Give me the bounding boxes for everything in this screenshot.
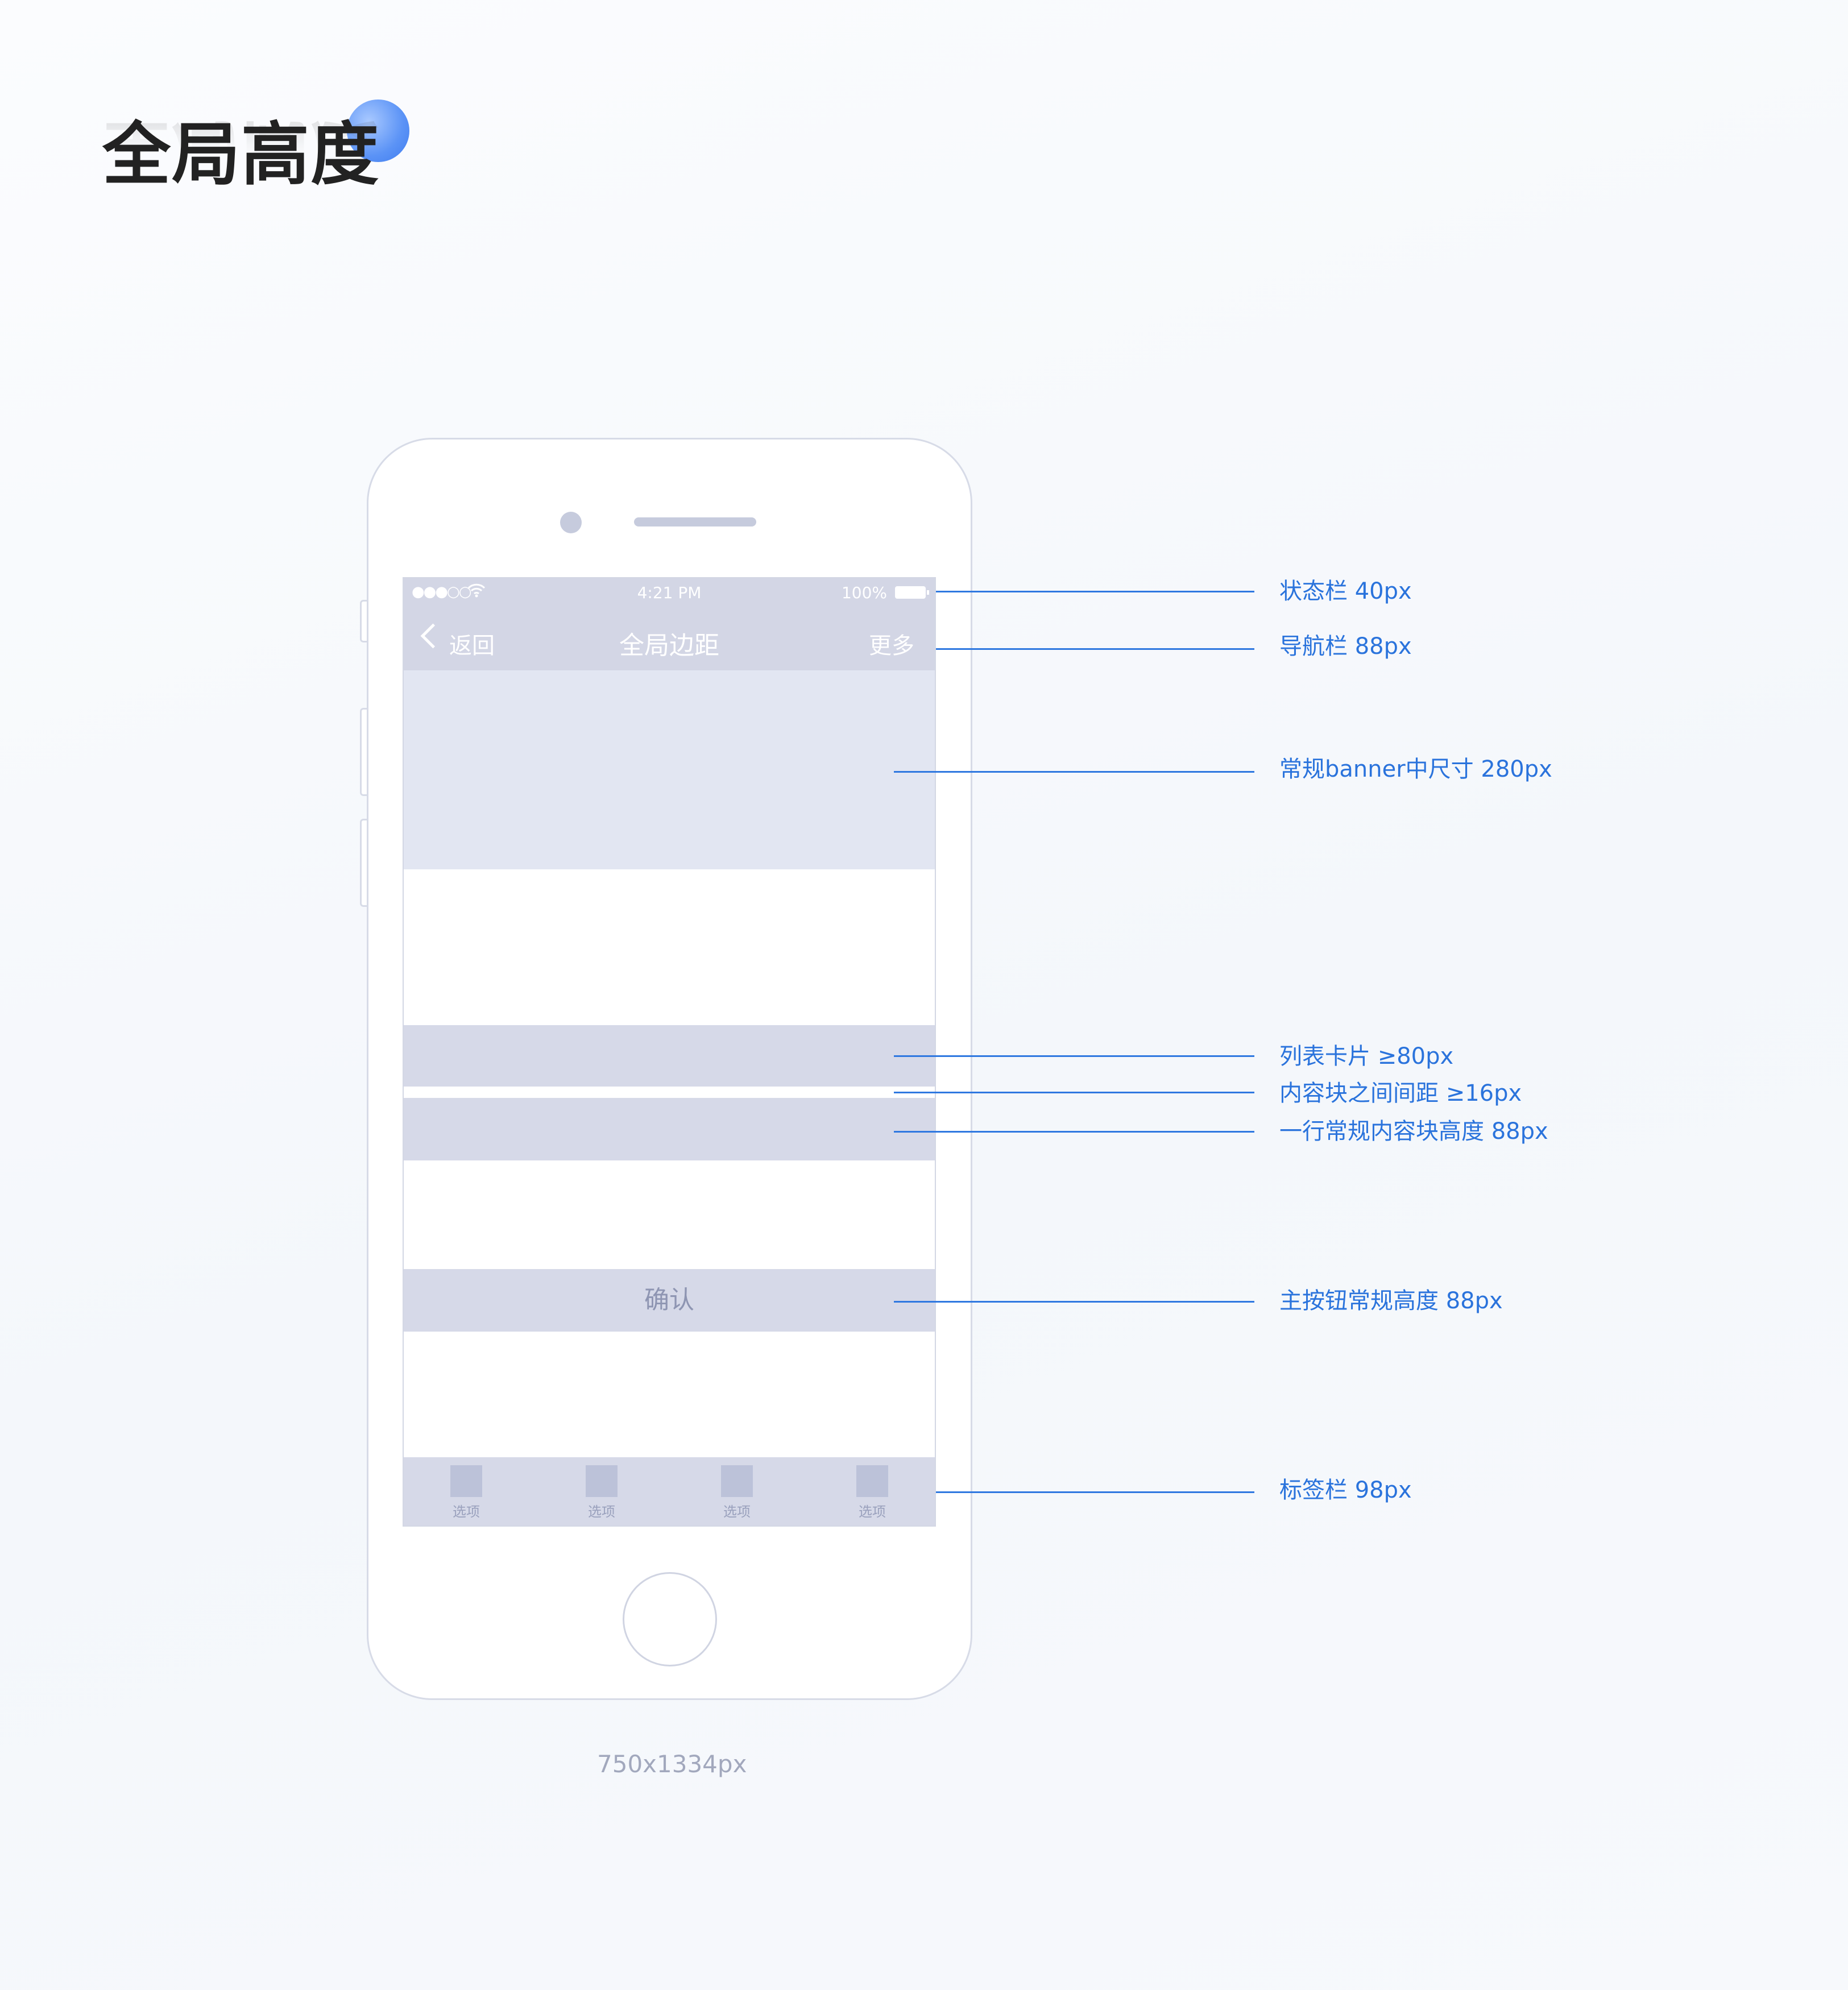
signal-icon: ●●●○○: [412, 583, 471, 600]
status-time: 4:21 PM: [637, 583, 702, 602]
tab-icon: [586, 1465, 618, 1497]
title-area: 全局高度 全局高度: [102, 100, 421, 247]
list-card[interactable]: [404, 1025, 935, 1087]
more-button[interactable]: 更多: [869, 633, 914, 659]
confirm-button[interactable]: 确认: [404, 1269, 935, 1332]
banner[interactable]: [404, 670, 935, 869]
annotation-line-nav-bar: [936, 648, 1254, 650]
annotation-label: 主按钮常规高度 88px: [1279, 1288, 1503, 1314]
speaker-grille: [634, 517, 756, 526]
annotation-line-spacing: [894, 1092, 1254, 1093]
annotation-line-row-block: [894, 1131, 1254, 1133]
volume-up-button: [360, 708, 368, 796]
tab-label: 选项: [453, 1504, 480, 1520]
tab-label: 选项: [723, 1504, 751, 1520]
tab-item[interactable]: 选项: [432, 1465, 500, 1520]
tab-item[interactable]: 选项: [838, 1465, 906, 1520]
navigation-bar: 返回 全局边距 更多: [404, 608, 935, 670]
annotation-label: 状态栏 40px: [1279, 578, 1412, 604]
back-button[interactable]: 返回: [449, 633, 495, 659]
annotation-label: 列表卡片 ≥80px: [1279, 1043, 1454, 1069]
battery-icon: [895, 586, 929, 599]
tab-icon: [721, 1465, 753, 1497]
annotation-label: 标签栏 98px: [1279, 1477, 1412, 1503]
annotation-label: 常规banner中尺寸 280px: [1279, 756, 1552, 782]
wifi-icon: [467, 583, 486, 602]
battery-percent: 100%: [841, 583, 887, 602]
tab-item[interactable]: 选项: [703, 1465, 771, 1520]
annotation-line-status-bar: [936, 591, 1254, 592]
tab-label: 选项: [588, 1504, 615, 1520]
tab-icon: [856, 1465, 888, 1497]
volume-down-button: [360, 819, 368, 907]
page-title-reflection: 全局高度: [102, 111, 380, 190]
status-bar: ●●●○○ 4:21 PM 100%: [404, 578, 935, 608]
title-accent-dot: [347, 100, 409, 162]
tab-item[interactable]: 选项: [567, 1465, 636, 1520]
tab-icon: [450, 1465, 482, 1497]
annotation-line-primary-button: [894, 1301, 1254, 1303]
nav-title: 全局边距: [619, 631, 719, 660]
annotation-line-tab-bar: [936, 1491, 1254, 1493]
annotation-label: 一行常规内容块高度 88px: [1279, 1118, 1548, 1145]
tab-bar: 选项 选项 选项 选项: [404, 1457, 935, 1525]
annotation-line-list-card: [894, 1055, 1254, 1057]
annotation-label: 导航栏 88px: [1279, 633, 1412, 660]
tab-label: 选项: [859, 1504, 886, 1520]
camera-icon: [560, 512, 582, 533]
content-row-block[interactable]: [404, 1098, 935, 1160]
home-button[interactable]: [623, 1572, 717, 1666]
device-size-caption: 750x1334px: [597, 1750, 747, 1778]
phone-screen: ●●●○○ 4:21 PM 100% 返回 全局边距 更多 确认 选项 选项 选…: [403, 577, 936, 1527]
mute-switch: [360, 600, 368, 642]
annotation-line-banner: [894, 771, 1254, 773]
annotation-label: 内容块之间间距 ≥16px: [1279, 1080, 1522, 1106]
page-title: 全局高度: [102, 115, 380, 194]
